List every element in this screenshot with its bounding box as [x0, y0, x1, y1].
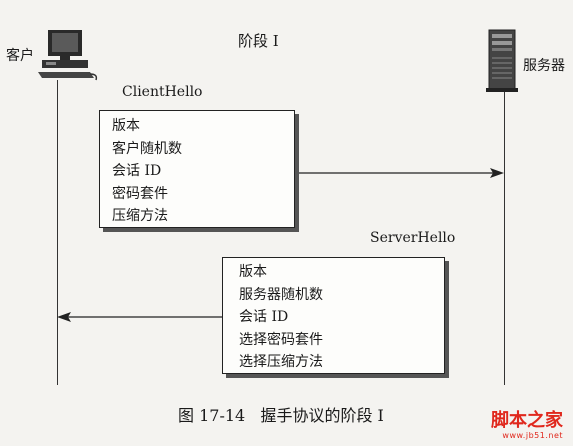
- server-lifeline: [504, 92, 505, 385]
- client-computer-icon: [38, 30, 98, 81]
- server-label: 服务器: [523, 58, 565, 74]
- client-hello-field: 会话 ID: [112, 163, 162, 179]
- client-hello-field: 压缩方法: [112, 208, 168, 224]
- client-hello-box: 版本 客户随机数 会话 ID 密码套件 压缩方法: [99, 110, 295, 228]
- server-hello-field: 选择密码套件: [239, 331, 323, 348]
- server-hello-box: 版本 服务器随机数 会话 ID 选择密码套件 选择压缩方法: [222, 257, 445, 374]
- client-label: 客户: [6, 48, 34, 64]
- client-hello-field: 客户随机数: [112, 140, 182, 157]
- figure-caption: 图 17-14 握手协议的阶段 I: [178, 406, 384, 425]
- phase-title: 阶段 I: [238, 32, 279, 50]
- client-hello-field: 密码套件: [112, 185, 168, 202]
- client-hello-field: 版本: [112, 118, 140, 134]
- watermark-url: www.jb51.net: [502, 431, 563, 440]
- client-hello-label: ClientHello: [122, 84, 203, 100]
- client-lifeline: [57, 80, 58, 385]
- server-hello-field: 服务器随机数: [239, 286, 323, 303]
- server-hello-field: 会话 ID: [239, 309, 289, 325]
- client-hello-arrowhead: [490, 168, 504, 178]
- watermark: 脚本之家 www.jb51.net: [491, 410, 563, 441]
- server-hello-field: 版本: [239, 264, 267, 280]
- server-hello-field: 选择压缩方法: [239, 354, 323, 370]
- watermark-text: 脚本之家: [491, 410, 563, 431]
- server-hello-label: ServerHello: [370, 230, 456, 246]
- server-tower-icon: [486, 29, 518, 92]
- server-hello-arrowhead: [57, 312, 71, 322]
